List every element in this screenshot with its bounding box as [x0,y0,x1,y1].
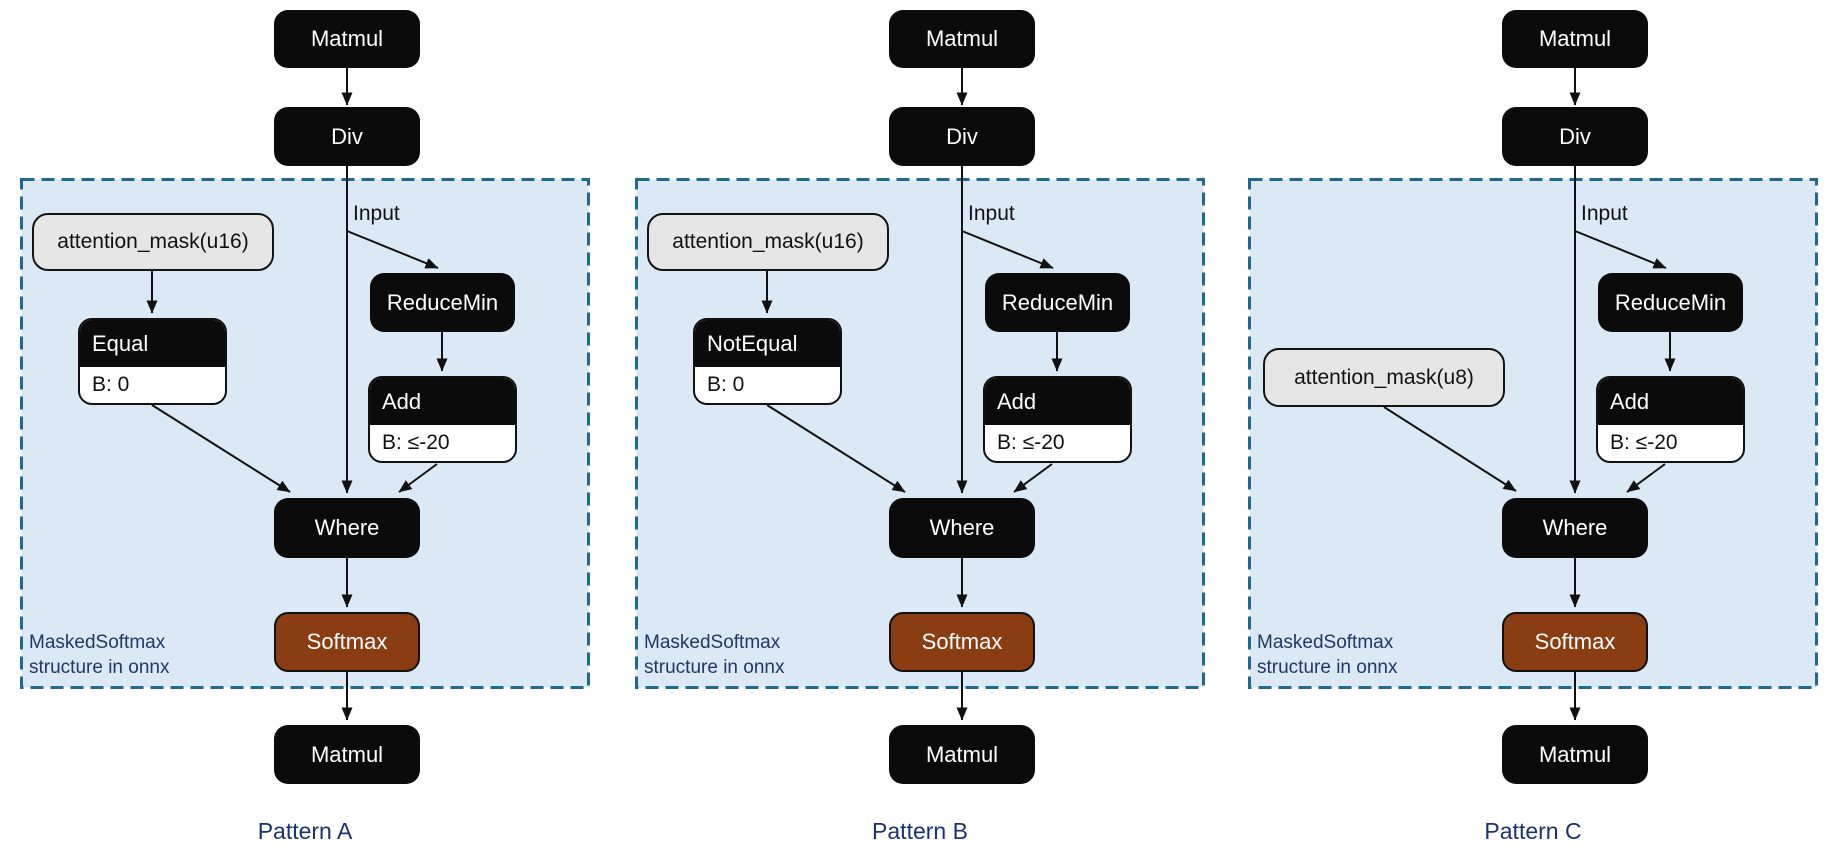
edge-mask-where [1383,406,1517,492]
region-caption-line2: structure in onnx [644,657,785,678]
node-attr-value: B: ≤-20 [382,431,450,454]
node-matmul-top: Matmul [274,10,420,68]
edge-add-where [1626,463,1666,493]
node-where: Where [889,498,1035,558]
edge-label-input: Input [353,202,400,225]
region-caption: MaskedSoftmax structure in onnx [1257,630,1397,680]
node-equal: Equal B: 0 [78,318,227,405]
edges [761,68,1063,721]
node-softmax: Softmax [889,612,1035,672]
node-attention-mask: attention_mask(u8) [1263,348,1505,407]
edge-label-input: Input [1581,202,1628,225]
node-op-label: NotEqual [695,320,840,367]
node-matmul-bottom: Matmul [1502,725,1648,784]
edge-label-input: Input [968,202,1015,225]
edge-input-reducemin [1574,230,1667,269]
edge-equal-where [151,404,291,493]
edge-input-reducemin [346,230,439,269]
node-matmul-bottom: Matmul [274,725,420,784]
pattern-label: Pattern B [872,818,968,844]
node-attention-mask: attention_mask(u16) [32,213,274,271]
region-caption: MaskedSoftmax structure in onnx [29,630,169,680]
node-softmax: Softmax [1502,612,1648,672]
node-div: Div [1502,107,1648,166]
edge-notequal-where [766,404,906,493]
node-reducemin: ReduceMin [1598,273,1743,332]
node-softmax: Softmax [274,612,420,672]
node-op-label: Equal [80,320,225,367]
region-caption-line1: MaskedSoftmax [644,632,781,653]
node-attention-mask: attention_mask(u16) [647,213,889,271]
edge-add-where [398,463,438,493]
node-reducemin: ReduceMin [370,273,515,332]
node-matmul-bottom: Matmul [889,725,1035,784]
node-matmul-top: Matmul [1502,10,1648,68]
region-caption-line1: MaskedSoftmax [1257,632,1394,653]
region-caption-line2: structure in onnx [29,657,170,678]
pattern-label: Pattern A [257,818,353,844]
node-attr-value: B: ≤-20 [1610,431,1678,454]
region-caption: MaskedSoftmax structure in onnx [644,630,784,680]
node-where: Where [1502,498,1648,558]
node-where: Where [274,498,420,558]
node-add: Add B: ≤-20 [368,376,517,463]
region-caption-line2: structure in onnx [1257,657,1398,678]
masked-softmax-region [1248,178,1818,689]
region-caption-line1: MaskedSoftmax [29,632,166,653]
pattern-label: Pattern C [1484,818,1582,844]
edge-add-where [1013,463,1053,493]
node-op-label: Add [985,378,1130,425]
node-matmul-top: Matmul [889,10,1035,68]
node-op-label: Add [370,378,515,425]
node-op-label: Add [1598,378,1743,425]
node-div: Div [274,107,420,166]
node-div: Div [889,107,1035,166]
node-add: Add B: ≤-20 [983,376,1132,463]
pattern-c: Matmul Div Input attention_mask(u8) Redu… [1248,0,1818,850]
pattern-b: Matmul Div Input attention_mask(u16) Not… [635,0,1205,850]
pattern-a: Matmul Div Input attention_mask(u16) Equ… [20,0,590,850]
edges-layer [1248,68,1818,721]
node-attr-value: B: 0 [707,373,745,396]
edges [1383,68,1676,721]
edge-input-reducemin [961,230,1054,269]
node-attr-value: B: 0 [92,373,130,396]
node-reducemin: ReduceMin [985,273,1130,332]
node-attr-value: B: ≤-20 [997,431,1065,454]
node-add: Add B: ≤-20 [1596,376,1745,463]
edges [146,68,448,721]
node-notequal: NotEqual B: 0 [693,318,842,405]
